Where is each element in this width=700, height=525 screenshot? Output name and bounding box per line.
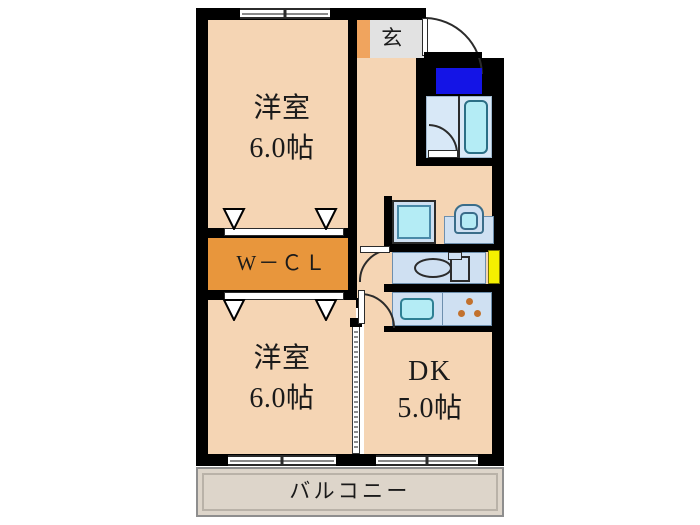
entrance-floor bbox=[366, 20, 426, 58]
toilet-bowl bbox=[414, 258, 452, 278]
bedroom-south-size: 6.0帖 bbox=[249, 383, 315, 414]
window-dining-kitchen bbox=[376, 455, 478, 466]
walk-in-closet-label: W－ＣＬ bbox=[236, 251, 328, 275]
interior-wall-closet-right bbox=[348, 238, 357, 298]
shoe-box bbox=[356, 20, 370, 58]
window-bedroom-south bbox=[228, 455, 336, 466]
closet-arrow-north-left bbox=[222, 208, 246, 230]
entrance-door-swing-arc bbox=[424, 16, 488, 78]
closet-arrow-north-right bbox=[314, 208, 338, 230]
exterior-wall-left bbox=[196, 8, 208, 466]
hallway-floor-north bbox=[356, 58, 416, 78]
interior-wall-bedroom-hall-main bbox=[348, 20, 357, 250]
washing-machine bbox=[397, 205, 431, 239]
walk-in-closet-floor bbox=[208, 238, 356, 290]
exterior-wall-top-right bbox=[366, 8, 426, 20]
bath-block-bottom-wall bbox=[416, 158, 504, 166]
toilet-door-panel[interactable] bbox=[360, 246, 390, 253]
entrance-label: 玄 bbox=[381, 26, 403, 50]
kitchen-sink bbox=[400, 298, 434, 320]
bedroom-north-size: 6.0帖 bbox=[249, 133, 315, 164]
toilet-door-swing-arc bbox=[358, 248, 392, 284]
bath-block-left-wall bbox=[416, 58, 426, 166]
dining-kitchen-name: DK bbox=[408, 356, 452, 387]
washroom-left-wall bbox=[384, 196, 392, 250]
toilet-flush-lever bbox=[448, 252, 462, 260]
closet-door-north[interactable] bbox=[224, 228, 344, 236]
stove-burner-top bbox=[466, 298, 473, 305]
bath-door-swing-arc bbox=[428, 124, 458, 156]
closet-door-south[interactable] bbox=[224, 292, 344, 300]
toilet-bottom-wall bbox=[384, 284, 504, 292]
toilet-top-wall bbox=[384, 244, 504, 252]
sliding-partition-head bbox=[350, 318, 362, 327]
balcony-railing bbox=[202, 473, 498, 511]
interior-wall-bedroom-hall bbox=[356, 8, 366, 20]
unit-bath-divider bbox=[458, 96, 460, 158]
entrance-threshold bbox=[424, 52, 482, 58]
stove-burner-left bbox=[458, 310, 465, 317]
window-bedroom-north bbox=[240, 8, 330, 19]
bedroom-north-floor-mid bbox=[208, 38, 356, 88]
washroom-top-wall bbox=[384, 196, 392, 202]
meter-box-panel bbox=[436, 68, 482, 94]
stove-burner-right bbox=[474, 310, 481, 317]
utility-marker bbox=[488, 250, 500, 284]
dk-door-panel[interactable] bbox=[358, 290, 365, 324]
dk-door-swing-arc bbox=[360, 292, 396, 330]
closet-arrow-south-right bbox=[314, 299, 338, 321]
closet-arrow-south-left bbox=[222, 299, 246, 321]
kitchen-counter-divider bbox=[442, 292, 443, 326]
bedroom-south-name: 洋室 bbox=[253, 343, 311, 374]
bathtub bbox=[464, 100, 488, 154]
bath-door-panel[interactable] bbox=[428, 150, 458, 158]
bedroom-south-floor bbox=[208, 294, 356, 454]
wash-basin-sink bbox=[460, 212, 478, 230]
balcony-area bbox=[196, 467, 504, 517]
balcony-label: バルコニー bbox=[289, 479, 411, 503]
dining-kitchen-size: 5.0帖 bbox=[397, 393, 463, 424]
kitchen-bottom-wall bbox=[384, 326, 504, 332]
bedroom-north-name: 洋室 bbox=[253, 93, 311, 124]
